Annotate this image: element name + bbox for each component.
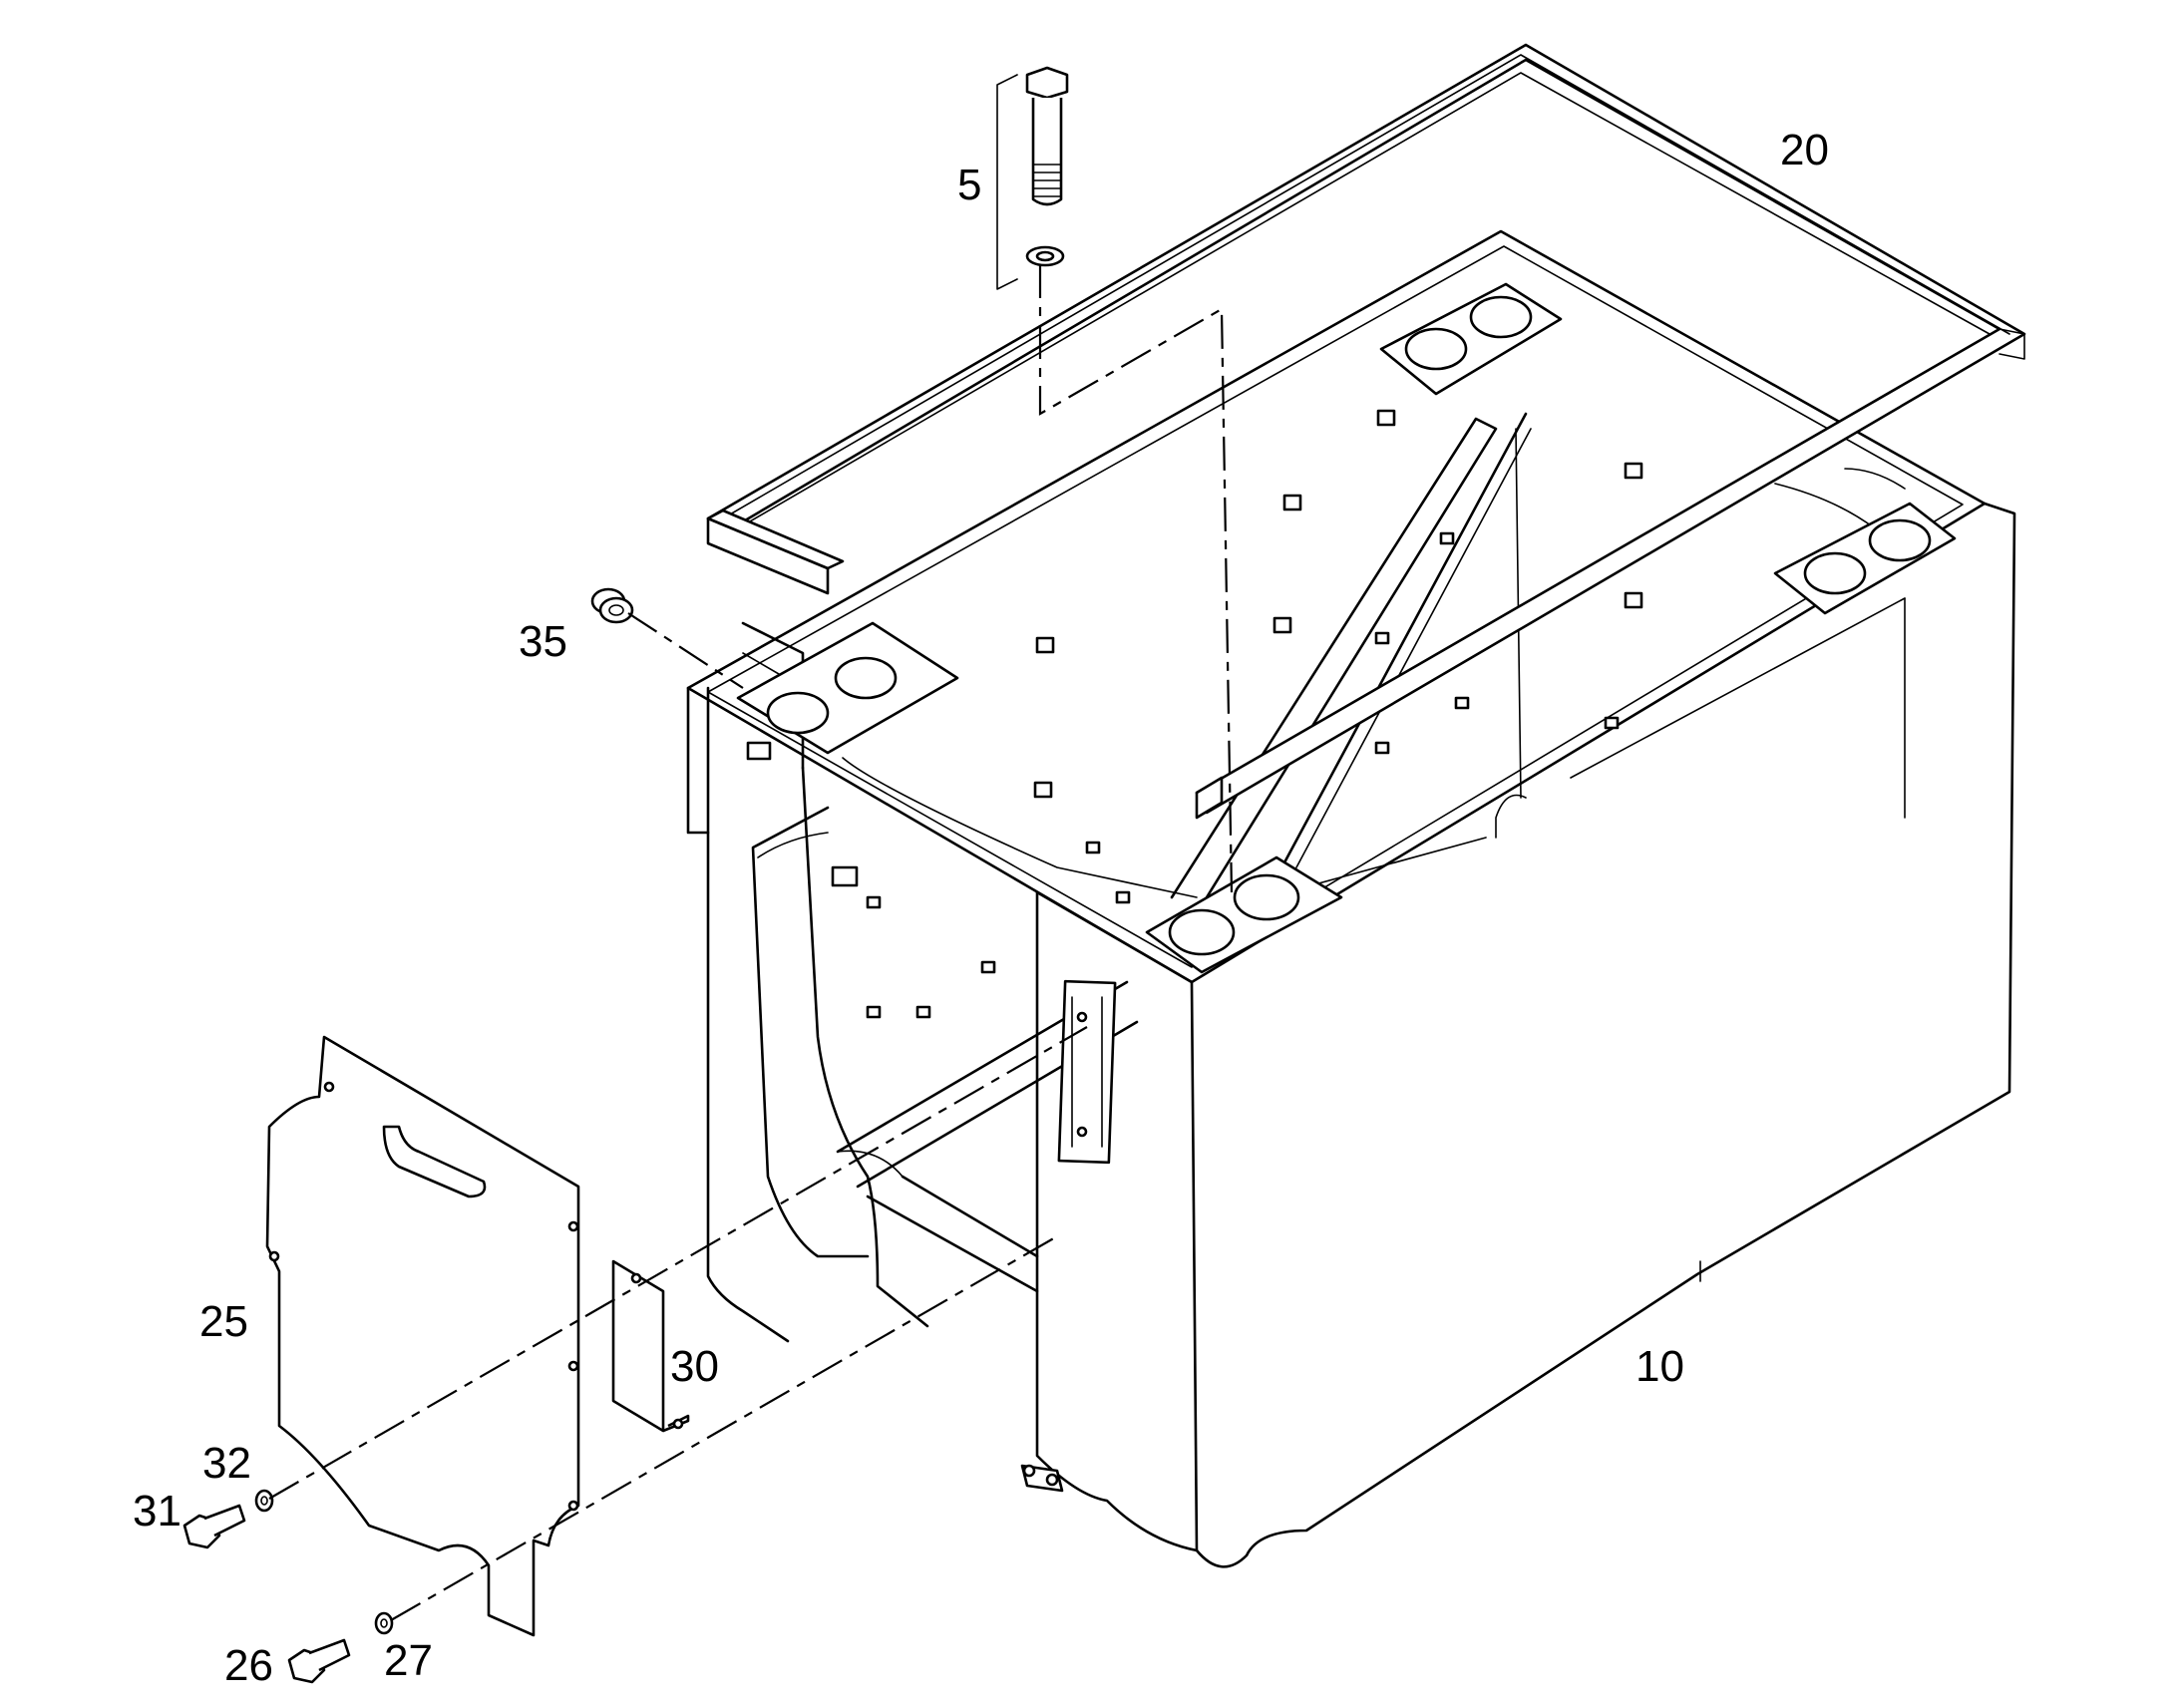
callout-25: 25 bbox=[199, 1297, 248, 1346]
flange-back-center bbox=[1379, 282, 1563, 396]
part-27-washer bbox=[374, 1611, 394, 1635]
callout-32: 32 bbox=[202, 1439, 251, 1488]
part-32-washer bbox=[254, 1489, 274, 1513]
part-25-cover-panel bbox=[265, 1035, 580, 1637]
callout-26: 26 bbox=[224, 1641, 273, 1690]
part-20-top-frame bbox=[706, 43, 2026, 820]
callout-20: 20 bbox=[1780, 126, 1829, 174]
flange-front-left bbox=[736, 621, 959, 755]
studs bbox=[746, 409, 1643, 1019]
callout-30: 30 bbox=[670, 1342, 719, 1391]
callout-27: 27 bbox=[384, 1636, 433, 1685]
callout-31: 31 bbox=[133, 1487, 182, 1536]
assembly-lines bbox=[268, 264, 1234, 1621]
part-5-bolt bbox=[996, 66, 1069, 290]
callout-10: 10 bbox=[1635, 1342, 1684, 1391]
part-26-screw bbox=[287, 1638, 351, 1684]
part-31-screw bbox=[182, 1504, 246, 1549]
part-35-plug bbox=[590, 587, 634, 624]
callout-5: 5 bbox=[957, 161, 981, 209]
part-10-cabinet bbox=[686, 229, 2016, 1568]
flange-back-right bbox=[1773, 502, 1957, 615]
callouts: 5 10 20 25 26 27 30 31 32 35 bbox=[133, 126, 1829, 1690]
flange-front-center bbox=[1145, 855, 1343, 974]
callout-35: 35 bbox=[519, 617, 567, 666]
